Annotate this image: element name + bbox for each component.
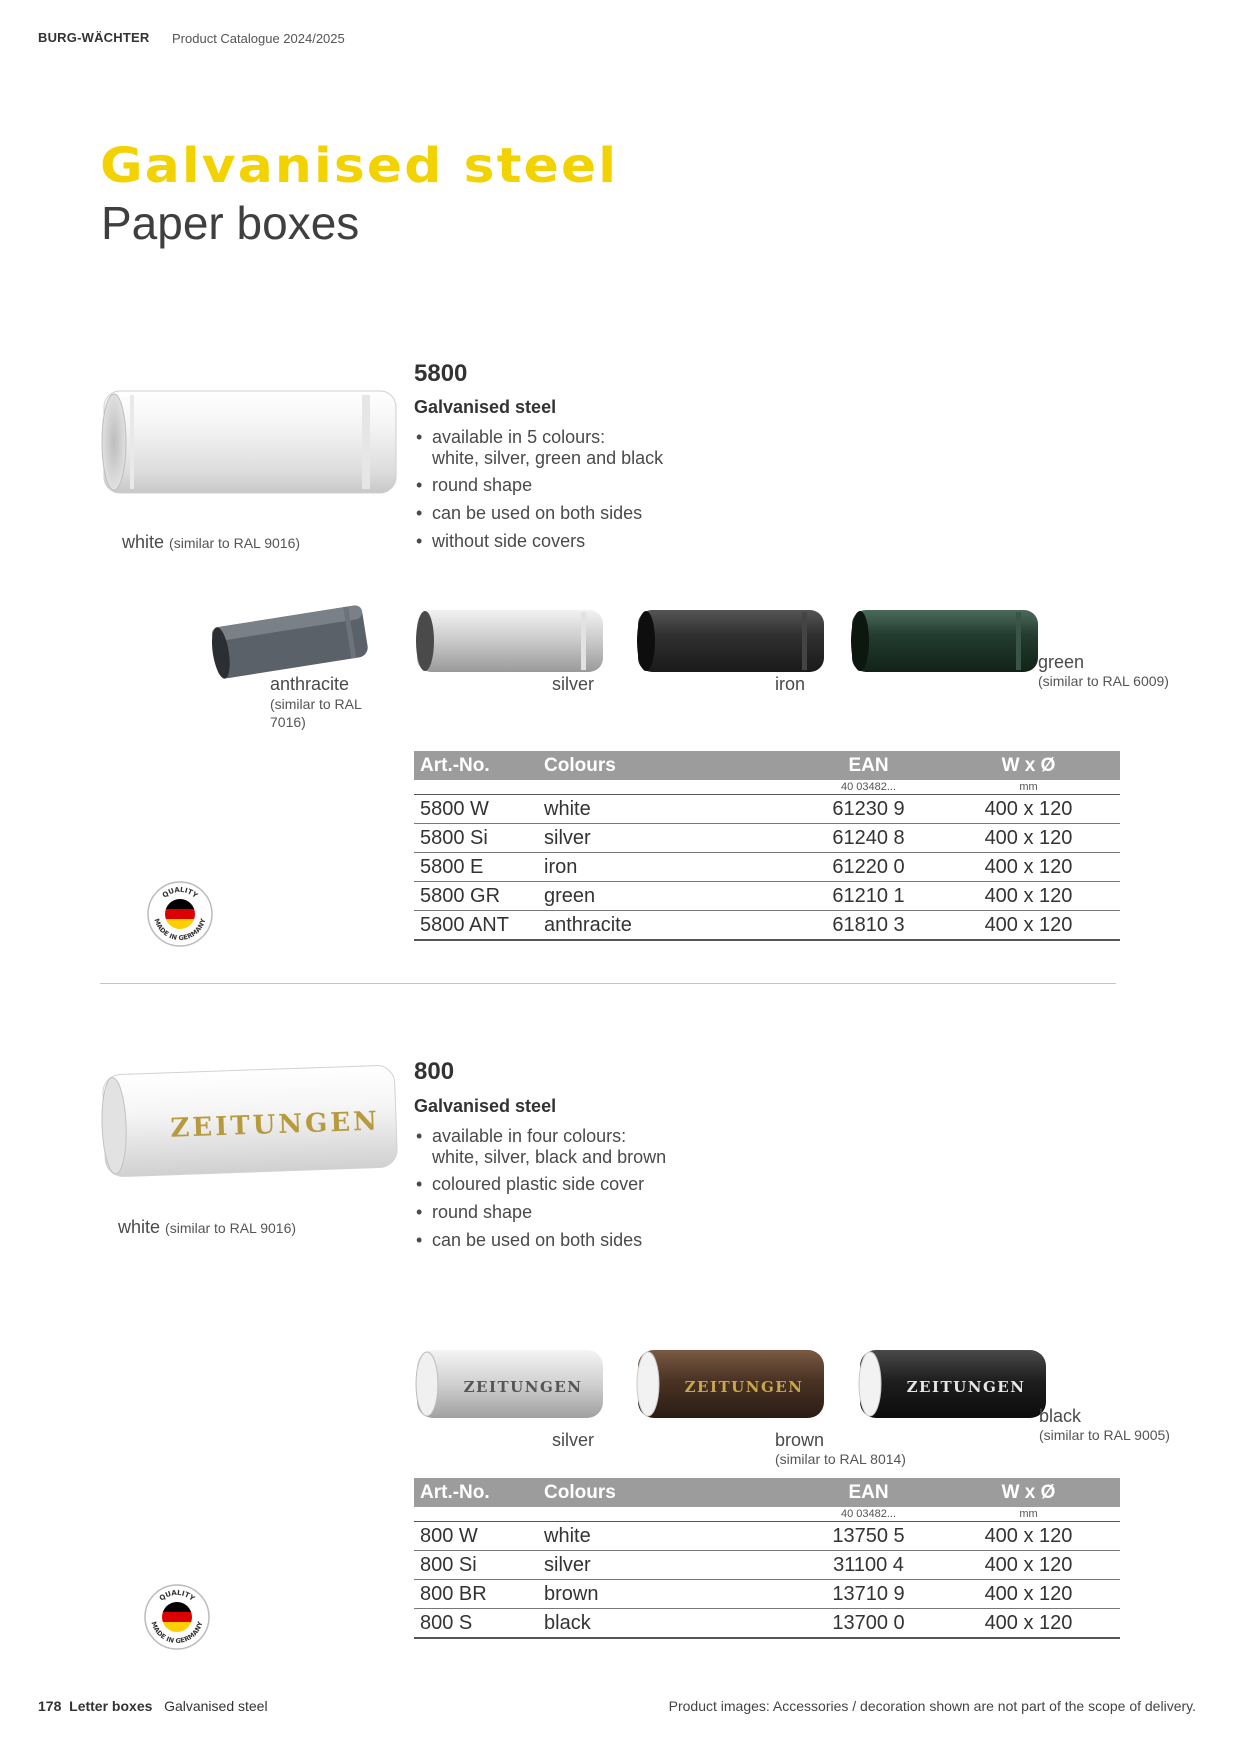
variant-name: black [1039,1406,1082,1426]
product-5800-table: Art.-No. Colours EAN W x Ø 40 03482... m… [414,751,1120,941]
ean-prefix: 40 03482... [800,1507,937,1522]
variant-iron-caption: iron [775,674,806,694]
variant-ral: (similar to RAL 6009) [1038,673,1169,689]
brand-name: BURG-WÄCHTER [38,30,150,45]
product-800-features: available in four colours:white, silver,… [414,1122,854,1254]
feature-item: can be used on both sides [414,1226,854,1254]
variant-800-black-caption: black (similar to RAL 9005) [1039,1406,1170,1443]
made-in-germany-badge: QUALITY MADE IN GERMANY [143,1583,211,1656]
product-5800-image [100,387,400,502]
variant-800-silver-caption: silver [552,1430,595,1450]
variant-green-image [848,606,1042,681]
variant-anthracite-caption: anthracite (similar to RAL 7016) [270,674,380,731]
product-800-table: Art.-No. Colours EAN W x Ø 40 03482... m… [414,1478,1120,1639]
svg-text:ZEITUNGEN: ZEITUNGEN [464,1378,583,1396]
feature-item: round shape [414,1198,854,1226]
variant-name: brown [775,1430,825,1450]
product-5800-material: Galvanised steel [414,397,557,417]
footer-left: 178 Letter boxes Galvanised steel [38,1698,268,1714]
zeitungen-label: ZEITUNGEN [170,1106,380,1143]
variant-800-black-image: ZEITUNGEN [856,1346,1050,1427]
variant-silver-image [413,606,607,681]
variant-anthracite-image [208,604,373,685]
page-subtitle: Paper boxes [101,197,360,249]
svg-text:ZEITUNGEN: ZEITUNGEN [907,1378,1026,1396]
page-number: 178 [38,1698,62,1714]
quality-seal-icon: QUALITY MADE IN GERMANY [144,1584,210,1650]
feature-item: coloured plastic side cover [414,1170,854,1198]
variant-800-brown-caption: brown (similar to RAL 8014) [775,1430,906,1467]
table-subheader-row: 40 03482... mm [414,780,1120,795]
svg-text:ZEITUNGEN: ZEITUNGEN [685,1378,804,1396]
variant-name: anthracite [270,674,350,694]
feature-item: can be used on both sides [414,499,834,527]
table-header-row: Art.-No. Colours EAN W x Ø [414,751,1120,780]
table-subheader-row: 40 03482... mm [414,1507,1120,1522]
feature-item: round shape [414,471,834,499]
footer-note: Product images: Accessories / decoration… [668,1698,1196,1714]
feature-item: without side covers [414,527,834,555]
col-dimensions: W x Ø [937,751,1120,780]
table-header-row: Art.-No. Colours EAN W x Ø [414,1478,1120,1507]
paper-box-white-image [101,390,397,494]
footer-section: Letter boxes [69,1698,153,1714]
feature-item: available in four colours:white, silver,… [414,1122,854,1170]
catalogue-title: Product Catalogue 2024/2025 [172,31,345,46]
paper-box-white-zeitungen-image: ZEITUNGEN [101,1065,398,1177]
variant-ral: (similar to RAL 7016) [270,696,362,730]
unit-mm: mm [937,780,1120,795]
unit-mm: mm [937,1507,1120,1522]
variant-ral: (similar to RAL 8014) [775,1451,906,1467]
quality-seal-icon: QUALITY MADE IN GERMANY [147,881,213,947]
product-5800-features: available in 5 colours:white, silver, gr… [414,423,834,555]
ean-prefix: 40 03482... [800,780,937,795]
variant-800-brown-image: ZEITUNGEN [634,1346,828,1427]
col-dimensions: W x Ø [937,1478,1120,1507]
caption-colour: white [122,532,165,552]
caption-colour: white [118,1217,161,1237]
variant-iron-image [634,606,828,681]
col-art-no: Art.-No. [414,1478,538,1507]
caption-ral: (similar to RAL 9016) [165,1220,297,1236]
col-colours: Colours [538,1478,800,1507]
variant-name: green [1038,652,1085,672]
col-art-no: Art.-No. [414,751,538,780]
product-800-material: Galvanised steel [414,1096,557,1116]
section-divider [100,983,1116,984]
product-800-main-caption: white (similar to RAL 9016) [118,1217,296,1238]
feature-item: available in 5 colours:white, silver, gr… [414,423,834,471]
product-5800-main-caption: white (similar to RAL 9016) [122,532,300,553]
product-800-number: 800 [414,1058,455,1085]
variant-ral: (similar to RAL 9005) [1039,1427,1170,1443]
product-5800-number: 5800 [414,360,468,387]
variant-green-caption: green (similar to RAL 6009) [1038,652,1169,689]
col-colours: Colours [538,751,800,780]
variant-silver-caption: silver [552,674,595,694]
product-800-image: ZEITUNGEN [100,1062,400,1185]
caption-ral: (similar to RAL 9016) [169,535,301,551]
footer-subsection: Galvanised steel [164,1698,268,1714]
made-in-germany-badge: QUALITY MADE IN GERMANY [146,880,214,953]
variant-800-silver-image: ZEITUNGEN [413,1346,607,1427]
col-ean: EAN [800,1478,937,1507]
page-title: Galvanised steel [100,138,619,194]
col-ean: EAN [800,751,937,780]
